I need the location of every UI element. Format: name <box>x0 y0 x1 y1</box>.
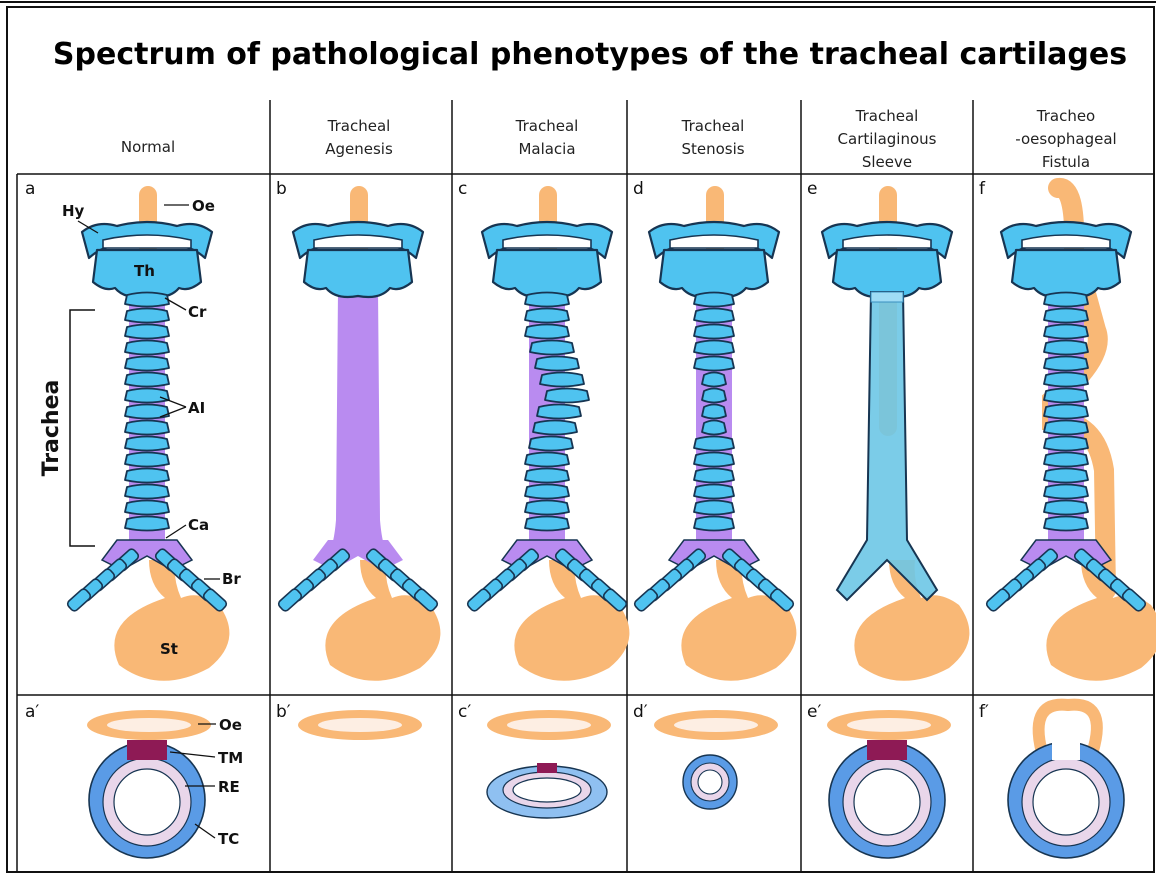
heading-sleeve-3: Sleeve <box>862 153 912 171</box>
panel-letter-f: f <box>979 179 986 199</box>
label-ai: AI <box>188 399 205 417</box>
label-ca: Ca <box>188 516 209 534</box>
panel-letter-a-prime: a′ <box>25 702 39 722</box>
heading-fistula-3: Fistula <box>1042 153 1090 171</box>
heading-stenosis-1: Tracheal <box>681 117 745 135</box>
panel-letter-d: d <box>633 179 644 199</box>
panel-letter-e-prime: e′ <box>807 702 821 722</box>
label-re: RE <box>218 778 240 796</box>
figure-title: Spectrum of pathological phenotypes of t… <box>53 37 1127 72</box>
trachea-drawing-malacia <box>466 186 629 818</box>
label-st: St <box>160 640 178 658</box>
label-oe-section: Oe <box>219 716 242 734</box>
label-cr: Cr <box>188 303 207 321</box>
heading-malacia-1: Tracheal <box>515 117 579 135</box>
label-tm: TM <box>218 749 243 767</box>
label-oe: Oe <box>192 197 215 215</box>
heading-fistula-1: Tracheo <box>1036 107 1095 125</box>
label-hy: Hy <box>62 202 85 220</box>
label-trachea: Trachea <box>39 380 64 477</box>
heading-normal: Normal <box>121 138 175 156</box>
panel-letter-b: b <box>276 179 287 199</box>
heading-agenesis-1: Tracheal <box>327 117 391 135</box>
trachea-bracket <box>70 310 95 546</box>
label-tc: TC <box>218 830 239 848</box>
heading-sleeve-2: Cartilaginous <box>838 130 937 148</box>
panel-letter-e: e <box>807 179 817 199</box>
label-br: Br <box>222 570 241 588</box>
panel-letter-b-prime: b′ <box>276 702 291 722</box>
trachea-drawing-agenesis <box>277 186 440 740</box>
outer-frame <box>7 7 1154 872</box>
heading-malacia-2: Malacia <box>518 140 575 158</box>
trachea-drawing-sleeve <box>822 186 969 858</box>
panel-letter-d-prime: d′ <box>633 702 648 722</box>
panel-letter-c-prime: c′ <box>458 702 471 722</box>
heading-stenosis-2: Stenosis <box>681 140 744 158</box>
heading-sleeve-1: Tracheal <box>855 107 919 125</box>
trachea-drawing-fistula <box>985 188 1156 858</box>
label-th: Th <box>134 262 155 280</box>
heading-fistula-2: -oesophageal <box>1015 130 1116 148</box>
panel-letter-a: a <box>25 179 35 199</box>
heading-agenesis-2: Agenesis <box>325 140 393 158</box>
trachea-drawing-stenosis <box>633 186 796 809</box>
panel-letter-f-prime: f′ <box>979 702 989 722</box>
panel-letter-c: c <box>458 179 467 199</box>
